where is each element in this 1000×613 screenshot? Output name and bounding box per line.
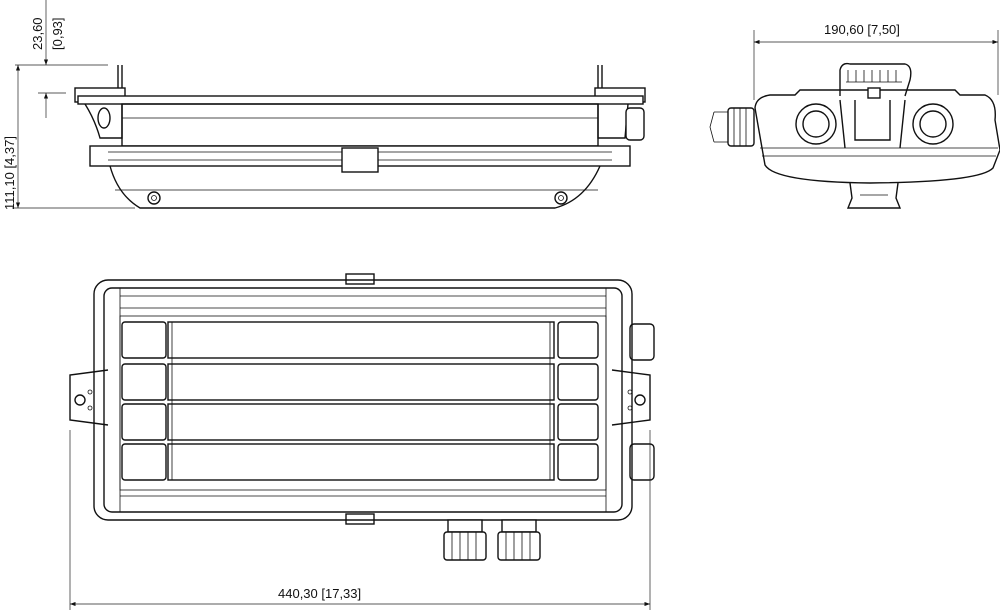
overhang-metric-label: 23,60 [30, 17, 45, 50]
dimension-overhang-height: 23,60 [0,93] [15, 0, 108, 118]
diffuser-lamp-rows [167, 321, 555, 481]
dimension-length: 440,30 [17,33] [69, 430, 651, 610]
cable-glands [443, 519, 541, 561]
dimension-width: 190,60 [7,50] [753, 22, 999, 100]
length-label: 440,30 [17,33] [278, 586, 361, 601]
end-view [709, 62, 1000, 209]
total-height-label: 111,10 [4,37] [2, 136, 17, 210]
top-view [69, 273, 655, 561]
width-label: 190,60 [7,50] [824, 22, 900, 37]
side-view [74, 65, 646, 209]
end-cap-cells [121, 321, 599, 481]
dimension-total-height: 111,10 [4,37] [2, 65, 135, 210]
overhang-imperial-label: [0,93] [50, 17, 65, 50]
